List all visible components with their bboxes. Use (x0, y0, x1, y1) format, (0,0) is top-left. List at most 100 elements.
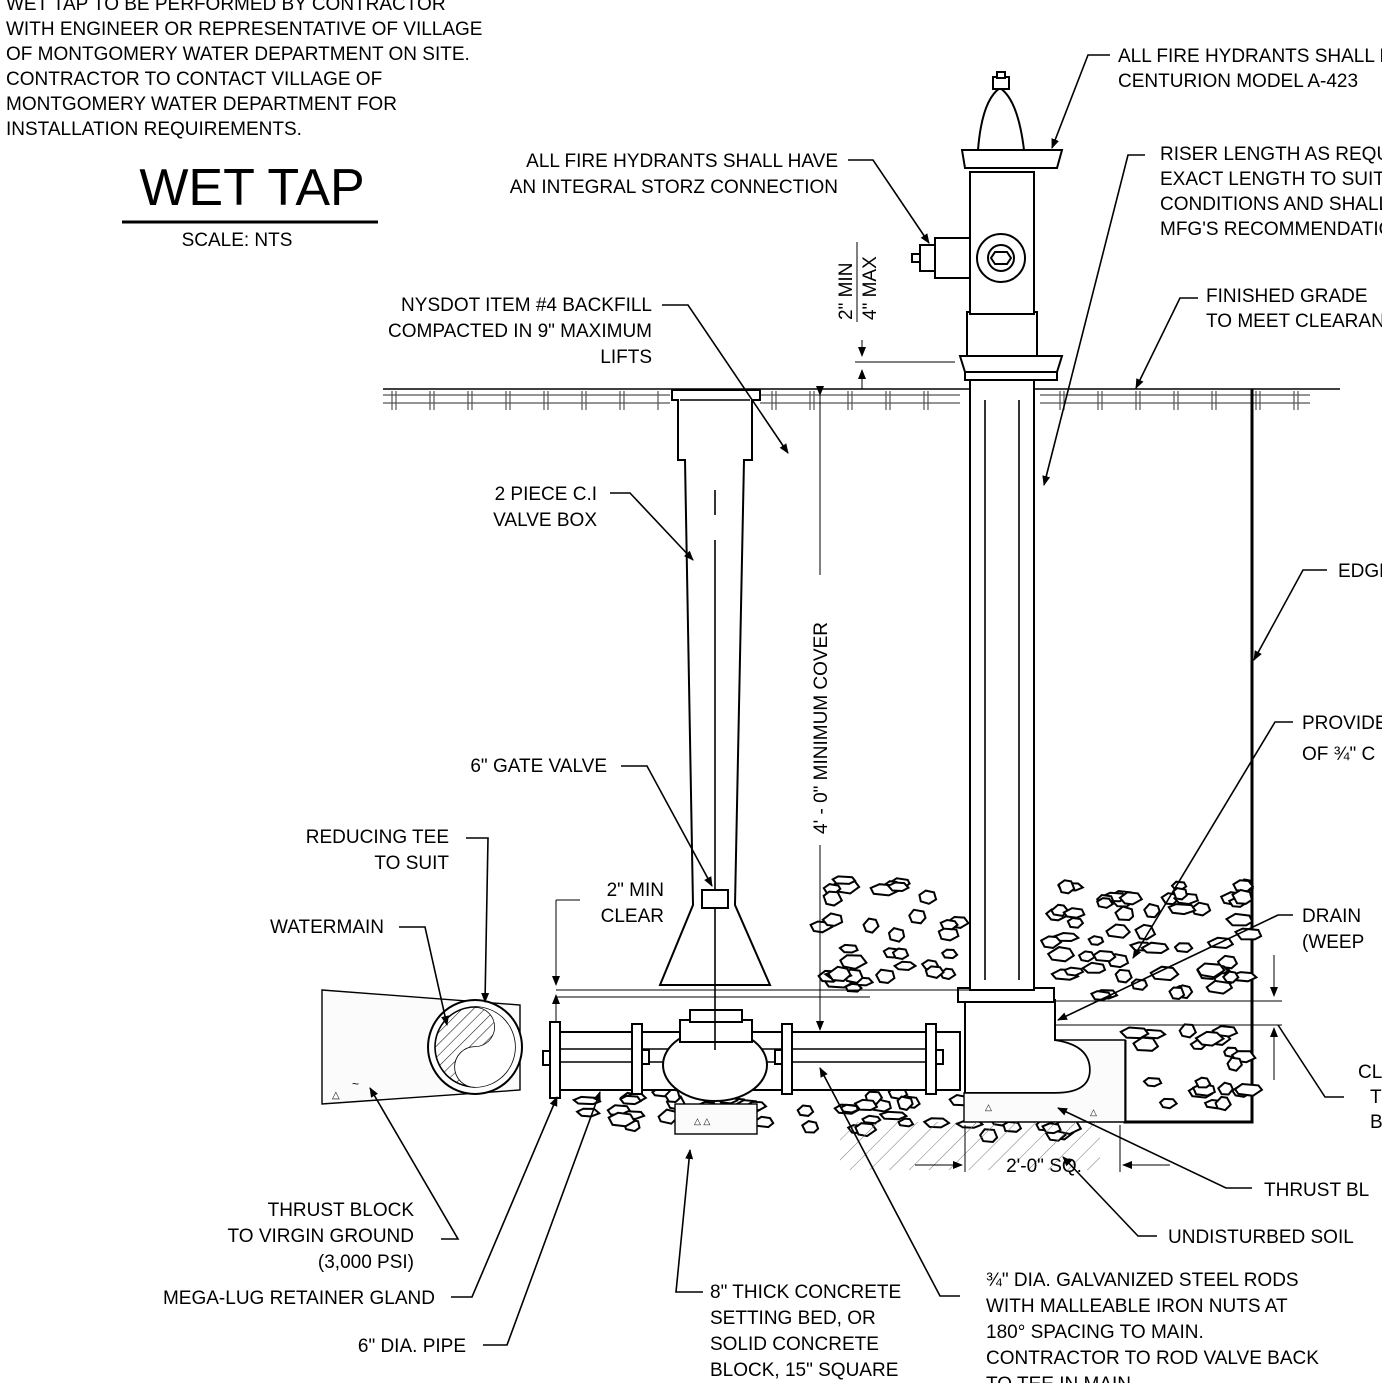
stone (1173, 942, 1194, 954)
stone (838, 943, 859, 954)
stone (1039, 935, 1063, 949)
note-line: OF MONTGOMERY WATER DEPARTMENT ON SITE. (6, 44, 470, 65)
backfill-label: LIFTS (600, 347, 652, 368)
riser-label: CONDITIONS AND SHALL MEET (1160, 194, 1382, 215)
svg-text:△ △: △ △ (694, 1116, 710, 1126)
stone (1087, 935, 1105, 946)
stone (1221, 970, 1240, 984)
stone (908, 908, 927, 925)
stone (822, 890, 844, 907)
scale-text: SCALE: NTS (182, 230, 293, 251)
svg-text:△: △ (332, 1090, 340, 1101)
stone (1172, 887, 1188, 901)
stone (1178, 1023, 1198, 1039)
stone (1114, 905, 1135, 922)
gate-valve-label: 6" GATE VALVE (470, 756, 607, 777)
concrete-bed-label: SETTING BED, OR (710, 1308, 876, 1329)
clearance-label: T (1370, 1087, 1382, 1108)
stone (1143, 902, 1161, 919)
note-line: INSTALLATION REQUIREMENTS. (6, 119, 302, 140)
stone (1081, 961, 1107, 974)
branch-pipe-assembly (542, 1009, 961, 1102)
backfill-label: COMPACTED IN 9" MAXIMUM (388, 321, 652, 342)
stone (839, 954, 868, 970)
megalug-label: MEGA-LUG RETAINER GLAND (163, 1288, 435, 1309)
provide-label: OF ¾" C (1302, 744, 1375, 765)
square-dim-label: 2'-0" SQ. (1006, 1156, 1082, 1177)
stone (1167, 903, 1197, 916)
rods-label: TO TEE IN MAIN (986, 1374, 1131, 1383)
hydrant-model-label: ALL FIRE HYDRANTS SHALL BE (1118, 46, 1382, 67)
grade-label: FINISHED GRADE (1206, 286, 1368, 307)
watermain-label: WATERMAIN (270, 917, 384, 938)
reducing-tee-label: REDUCING TEE (306, 827, 449, 848)
stone (878, 1110, 909, 1121)
clear-label: CLEAR (601, 906, 664, 927)
finished-grade-line (383, 388, 1340, 410)
stone (892, 960, 918, 972)
undisturbed-soil-label: UNDISTURBED SOIL (1168, 1227, 1354, 1248)
stone (1105, 923, 1132, 939)
rods-label: WITH MALLEABLE IRON NUTS AT (986, 1296, 1288, 1317)
drain-label: (WEEP (1302, 932, 1364, 953)
storz-label: ALL FIRE HYDRANTS SHALL HAVE (526, 151, 838, 172)
clearance-label: B (1370, 1112, 1382, 1133)
backfill-label: NYSDOT ITEM #4 BACKFILL (401, 295, 652, 316)
rods-label: CONTRACTOR TO ROD VALVE BACK (986, 1348, 1319, 1369)
concrete-bed-label: BLOCK, 15" SQUARE (710, 1360, 898, 1381)
rods-label: 180° SPACING TO MAIN. (986, 1322, 1204, 1343)
thrust-block-hydrant-label: THRUST BL (1264, 1180, 1369, 1201)
thrust-block-label: (3,000 PSI) (318, 1252, 414, 1273)
stone (607, 1111, 636, 1128)
note-line: MONTGOMERY WATER DEPARTMENT FOR (6, 94, 397, 115)
note-line: WET TAP TO BE PERFORMED BY CONTRACTOR (6, 0, 446, 15)
stone (1233, 927, 1263, 941)
riser-label: MFG'S RECOMMENDATIONS (1160, 219, 1382, 240)
stone (1142, 1076, 1163, 1088)
stone (896, 1095, 914, 1111)
stone (1158, 1097, 1179, 1110)
stone (801, 1120, 820, 1134)
stone (1119, 1026, 1150, 1040)
stone (1196, 962, 1226, 979)
stone (1233, 1082, 1264, 1097)
stone (940, 948, 959, 960)
excavation-edge (1123, 389, 1254, 1124)
rods-label: ¾" DIA. GALVANIZED STEEL RODS (986, 1270, 1299, 1291)
stone (1140, 941, 1170, 955)
stone (924, 965, 945, 979)
drain-label: DRAIN (1302, 906, 1361, 927)
stone (1217, 1081, 1234, 1096)
cover-label: 4' - 0" MINIMUM COVER (811, 622, 832, 834)
concrete-bed-label: SOLID CONCRETE (710, 1334, 879, 1355)
valve-box-label: 2 PIECE C.I (495, 484, 597, 505)
valve-box (658, 389, 772, 1050)
stone (1132, 1036, 1160, 1052)
thrust-block-label: THRUST BLOCK (268, 1200, 415, 1221)
grade-label: TO MEET CLEARANCE (1206, 311, 1382, 332)
thrust-block-label: TO VIRGIN GROUND (228, 1226, 415, 1247)
stone (618, 1094, 643, 1106)
stone (831, 875, 857, 885)
stone (826, 965, 852, 983)
general-notes: WET TAP TO BE PERFORMED BY CONTRACTOR WI… (6, 0, 482, 140)
concrete-bed-and-thrust: △ △ △ △ (674, 1039, 1126, 1170)
stone (1226, 1056, 1243, 1072)
stone (1046, 946, 1076, 963)
stone (862, 917, 880, 934)
stone (1118, 891, 1144, 906)
stone (1066, 916, 1085, 929)
edge-label: EDGE (1338, 561, 1382, 582)
stone (1130, 978, 1149, 991)
reducing-tee-label: TO SUIT (374, 853, 449, 874)
stone (796, 1104, 815, 1117)
stone (1092, 949, 1117, 963)
stone (1168, 986, 1186, 1001)
stone (1062, 907, 1086, 919)
pipe-label: 6" DIA. PIPE (358, 1336, 466, 1357)
provide-label: PROVIDE (1302, 713, 1382, 734)
stone (886, 881, 911, 893)
note-line: WITH ENGINEER OR REPRESENTATIVE OF VILLA… (6, 19, 482, 40)
hydrant-model-label: CENTURION MODEL A-423 (1118, 71, 1358, 92)
